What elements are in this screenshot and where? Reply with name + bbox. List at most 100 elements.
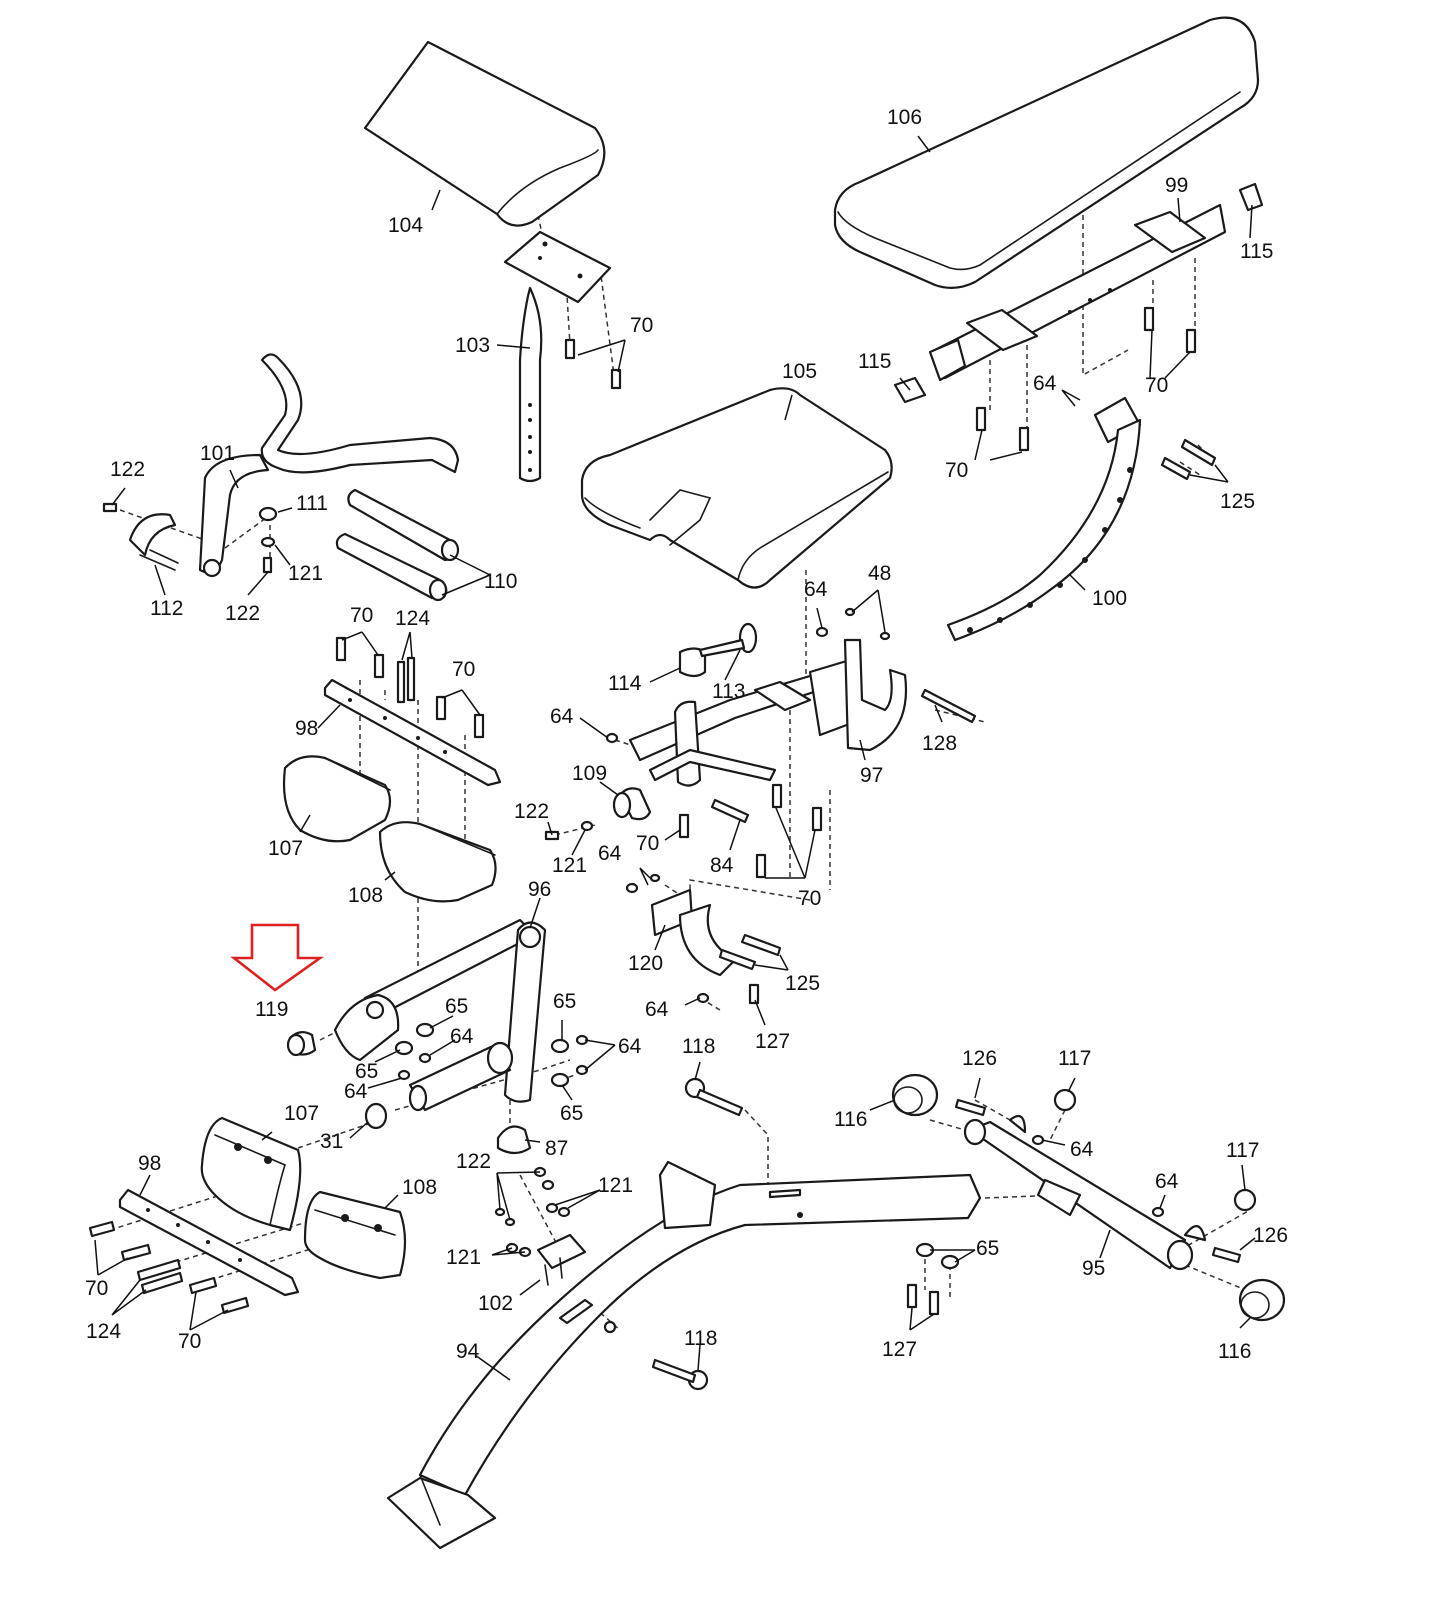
label-122: 122 [225,602,260,625]
part-seat-frame [628,658,862,787]
bolts-70-124-lower [88,1220,250,1315]
label-48: 48 [868,562,891,585]
part-119-knob [286,1031,317,1057]
label-31: 31 [320,1130,343,1153]
label-122: 122 [110,458,145,481]
part-102-bracket [536,1233,587,1286]
part-109-roller [612,787,652,821]
label-102: 102 [478,1292,513,1315]
bolts-125-127-lower [696,933,782,1005]
label-124: 124 [86,1320,121,1343]
label-107: 107 [268,837,303,860]
label-115: 115 [1240,240,1273,263]
label-64: 64 [598,842,622,865]
part-101-handle [198,353,460,578]
label-122: 122 [514,800,549,823]
label-65: 65 [553,990,576,1013]
label-105: 105 [782,360,817,383]
label-121: 121 [446,1246,481,1269]
label-70: 70 [178,1330,201,1353]
label-121: 121 [288,562,323,585]
label-103: 103 [455,334,490,357]
part-105-seat-pad [580,387,893,589]
label-101: 101 [200,442,235,465]
label-64: 64 [550,705,574,728]
part-110-tubes [335,488,460,602]
label-70: 70 [630,314,653,337]
part-118-pin-bottom [603,1320,709,1391]
label-127: 127 [755,1030,790,1053]
label-122: 122 [456,1150,491,1173]
label-64: 64 [804,578,828,601]
label-64: 64 [1033,372,1057,395]
small-hardware-102 [494,1166,571,1258]
label-115: 115 [858,350,891,373]
part-112-clip [128,513,179,571]
part-128-pin [920,688,977,724]
part-97-bracket [843,638,908,752]
label-87: 87 [545,1137,568,1160]
label-70: 70 [350,604,373,627]
label-107: 107 [284,1102,319,1125]
washers-nuts-96 [394,1022,589,1088]
label-116: 116 [834,1108,867,1131]
part-94-main-frame [386,1160,982,1550]
label-113: 113 [712,680,745,703]
label-95: 95 [1082,1257,1105,1280]
part-87-bushing [496,1125,532,1155]
part-106-back-pad [833,16,1260,289]
bolts-70-124-upper [335,636,485,739]
label-117: 117 [1226,1139,1259,1162]
part-100-ladder [946,396,1142,642]
label-128: 128 [922,732,957,755]
label-70: 70 [85,1277,108,1300]
label-118: 118 [684,1327,717,1350]
label-121: 121 [598,1174,633,1197]
part-107-pad-lower [200,1116,302,1232]
label-99: 99 [1165,174,1188,197]
label-70: 70 [452,658,475,681]
label-94: 94 [456,1340,480,1363]
label-65: 65 [976,1237,999,1260]
label-109: 109 [572,762,607,785]
label-97: 97 [860,764,883,787]
part-labels: 104 103 70 106 99 115 115 70 64 70 125 1… [85,106,1288,1363]
label-98: 98 [138,1152,161,1175]
label-64: 64 [618,1035,642,1058]
label-84: 84 [710,854,734,877]
part-108-pad-upper [378,821,497,903]
part-tube-31 [364,1041,514,1130]
label-65: 65 [445,995,468,1018]
label-100: 100 [1092,587,1127,610]
label-114: 114 [608,672,642,695]
label-127: 127 [882,1338,917,1361]
part-116-caps [891,1073,1286,1322]
label-64: 64 [1070,1138,1094,1161]
label-119: 119 [255,998,288,1021]
label-108: 108 [402,1176,437,1199]
part-108-pad-lower [303,1190,407,1280]
highlight-arrow-icon [230,923,325,992]
label-64: 64 [450,1025,474,1048]
label-65: 65 [560,1102,583,1125]
label-125: 125 [1220,490,1255,513]
label-110: 110 [484,570,517,593]
label-116: 116 [1218,1340,1251,1363]
label-108: 108 [348,884,383,907]
label-64: 64 [344,1080,368,1103]
label-118: 118 [682,1035,715,1058]
bolts-70-arm [564,338,622,390]
bolts-125-back [1160,438,1217,481]
label-70: 70 [1145,374,1168,397]
label-104: 104 [388,214,423,237]
label-98: 98 [295,717,318,740]
part-114-113-knob [678,622,758,678]
leader-lines [94,135,1256,1381]
label-117: 117 [1058,1047,1091,1070]
label-124: 124 [395,607,430,630]
part-107-pad-upper [282,755,392,843]
label-125: 125 [785,972,820,995]
part-126-bolts [954,1098,1242,1264]
part-118-pin-top [684,1077,744,1117]
